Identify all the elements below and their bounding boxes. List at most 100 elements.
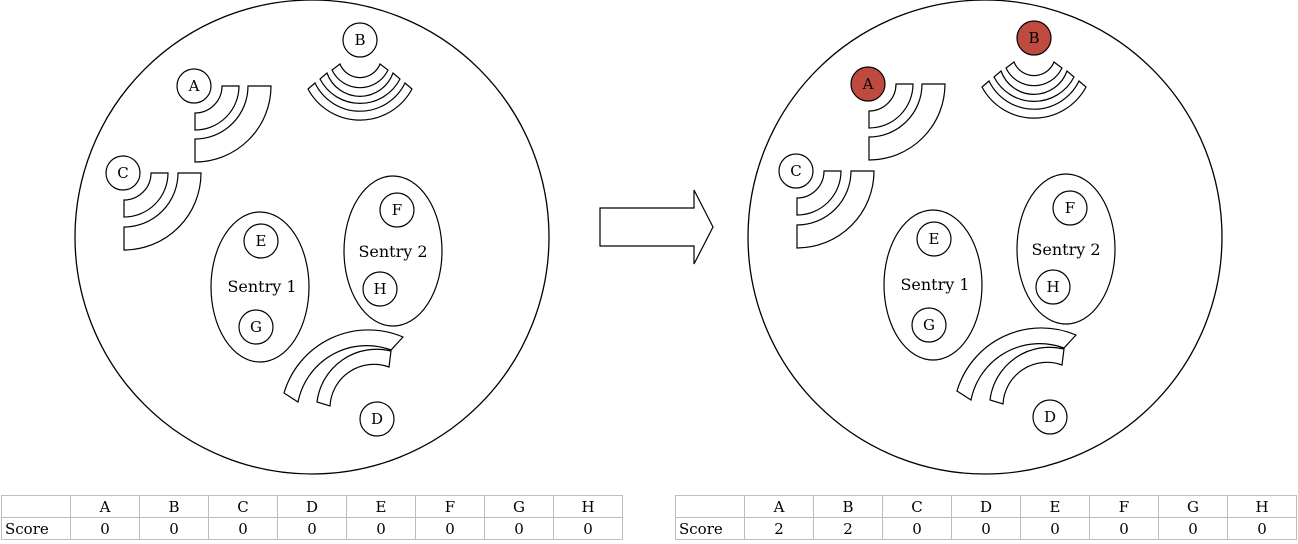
sentry-2-region (1016, 173, 1116, 325)
score-table-before: A B C D E F G H Score 0 0 0 0 0 0 0 0 (1, 495, 623, 540)
node-g-circle (238, 309, 274, 345)
node-h-circle (1035, 269, 1071, 305)
node-b: B (342, 22, 378, 58)
signal-arcs-b (307, 63, 413, 121)
signal-arcs-d (283, 329, 405, 407)
sentry-2-label: Sentry 2 (1031, 240, 1100, 259)
node-b: B (1016, 20, 1052, 56)
node-f-circle (379, 192, 415, 228)
sentry-1-label: Sentry 1 (900, 275, 969, 294)
score-value-f: 0 (415, 517, 485, 540)
node-f-label: F (392, 201, 402, 219)
score-header-row: A B C D E F G H (675, 495, 1297, 518)
node-c: C (105, 155, 141, 191)
transition-arrow (599, 189, 714, 265)
score-header-f: F (415, 495, 485, 518)
sentry-1-region (210, 211, 310, 363)
score-header-b: B (813, 495, 883, 518)
node-a-circle (176, 68, 212, 104)
signal-arcs-d (956, 327, 1078, 405)
node-a-label: A (188, 77, 200, 95)
score-header-d: D (277, 495, 347, 518)
node-d-label: D (1044, 408, 1056, 426)
arena-circle (747, 0, 1223, 475)
score-table-after: A B C D E F G H Score 2 2 0 0 0 0 0 0 (675, 495, 1297, 540)
node-f: F (1052, 190, 1088, 226)
node-b-label: B (1028, 29, 1039, 47)
signal-arcs-c (796, 170, 875, 249)
sentry-1-region (883, 209, 983, 361)
score-header-h: H (553, 495, 623, 518)
node-e: E (243, 223, 279, 259)
sentry-2-label: Sentry 2 (358, 242, 427, 261)
score-row-label: Score (675, 517, 745, 540)
score-header-row: A B C D E F G H (1, 495, 623, 518)
node-c-label: C (117, 164, 128, 182)
node-d-circle (359, 401, 395, 437)
node-a: A (850, 66, 886, 102)
arena-circle (74, 0, 550, 475)
node-d-label: D (371, 410, 383, 428)
signal-arcs-a (194, 85, 272, 163)
score-value-c: 0 (208, 517, 278, 540)
score-value-h: 0 (553, 517, 623, 540)
score-header-h: H (1227, 495, 1297, 518)
node-d-circle (1032, 399, 1068, 435)
score-header-b: B (139, 495, 209, 518)
score-header-c: C (208, 495, 278, 518)
node-e-label: E (256, 232, 267, 250)
scene-before: Sentry 1 Sentry 2 A B C D E F (74, 0, 550, 475)
signal-arcs-b (981, 61, 1087, 119)
score-value-a: 2 (744, 517, 814, 540)
node-h-circle (362, 271, 398, 307)
node-e-circle (243, 223, 279, 259)
score-value-a: 0 (70, 517, 140, 540)
node-e-circle (916, 221, 952, 257)
node-d: D (1032, 399, 1068, 435)
score-header-d: D (951, 495, 1021, 518)
node-c-circle (778, 153, 814, 189)
node-e-label: E (929, 230, 940, 248)
score-value-b: 0 (139, 517, 209, 540)
node-g-label: G (923, 316, 935, 334)
node-g: G (911, 307, 947, 343)
score-header-c: C (882, 495, 952, 518)
node-c-circle (105, 155, 141, 191)
sentry-1-label: Sentry 1 (227, 277, 296, 296)
signal-arcs-c (123, 172, 202, 251)
node-g-circle (911, 307, 947, 343)
score-value-c: 0 (882, 517, 952, 540)
signal-arcs-a (868, 83, 946, 161)
score-value-e: 0 (1020, 517, 1090, 540)
score-value-h: 0 (1227, 517, 1297, 540)
node-g: G (238, 309, 274, 345)
score-header-a: A (70, 495, 140, 518)
score-value-g: 0 (484, 517, 554, 540)
score-value-row: Score 2 2 0 0 0 0 0 0 (675, 517, 1297, 540)
score-value-d: 0 (277, 517, 347, 540)
score-header-blank (675, 495, 745, 518)
score-row-label: Score (1, 517, 71, 540)
score-value-g: 0 (1158, 517, 1228, 540)
score-header-f: F (1089, 495, 1159, 518)
score-value-row: Score 0 0 0 0 0 0 0 0 (1, 517, 623, 540)
score-header-a: A (744, 495, 814, 518)
node-b-circle (1016, 20, 1052, 56)
node-f: F (379, 192, 415, 228)
node-c: C (778, 153, 814, 189)
score-value-f: 0 (1089, 517, 1159, 540)
score-header-e: E (1020, 495, 1090, 518)
node-a-label: A (862, 75, 874, 93)
node-a-circle (850, 66, 886, 102)
node-f-label: F (1065, 199, 1075, 217)
scene-after: Sentry 1 Sentry 2 A B C D E F G (747, 0, 1223, 475)
node-a: A (176, 68, 212, 104)
node-h: H (362, 271, 398, 307)
node-c-label: C (790, 162, 801, 180)
score-header-g: G (1158, 495, 1228, 518)
node-e: E (916, 221, 952, 257)
score-header-blank (1, 495, 71, 518)
score-value-b: 2 (813, 517, 883, 540)
sentry-2-region (343, 175, 443, 327)
node-b-circle (342, 22, 378, 58)
